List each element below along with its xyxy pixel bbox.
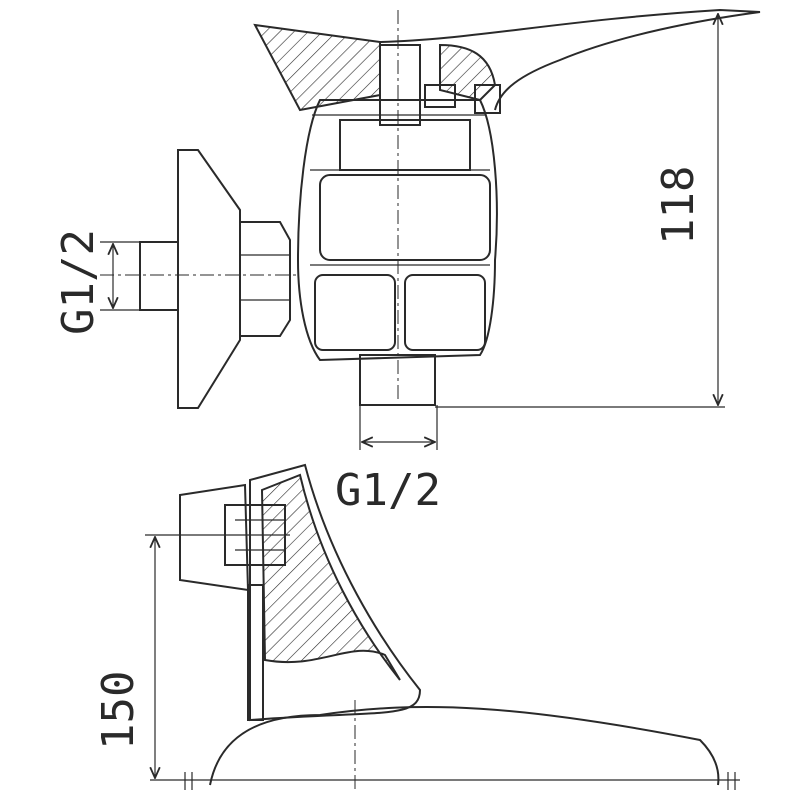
dimension-118: 118 bbox=[435, 14, 725, 408]
wall-connector bbox=[100, 149, 300, 409]
dimension-150: 150 bbox=[93, 534, 290, 778]
height-label-118: 118 bbox=[653, 166, 704, 245]
height-label-150: 150 bbox=[93, 671, 144, 750]
thread-label-bottom: G1/2 bbox=[335, 465, 441, 516]
spindle bbox=[379, 44, 421, 126]
dimension-g12-bottom: G1/2 bbox=[335, 405, 441, 516]
valve-body-top bbox=[296, 10, 501, 406]
dimension-g12-left: G1/2 bbox=[53, 229, 140, 335]
cartridge bbox=[339, 119, 471, 171]
thread-label-left: G1/2 bbox=[53, 229, 104, 335]
side-view bbox=[150, 463, 740, 790]
lever-handle bbox=[253, 8, 761, 112]
